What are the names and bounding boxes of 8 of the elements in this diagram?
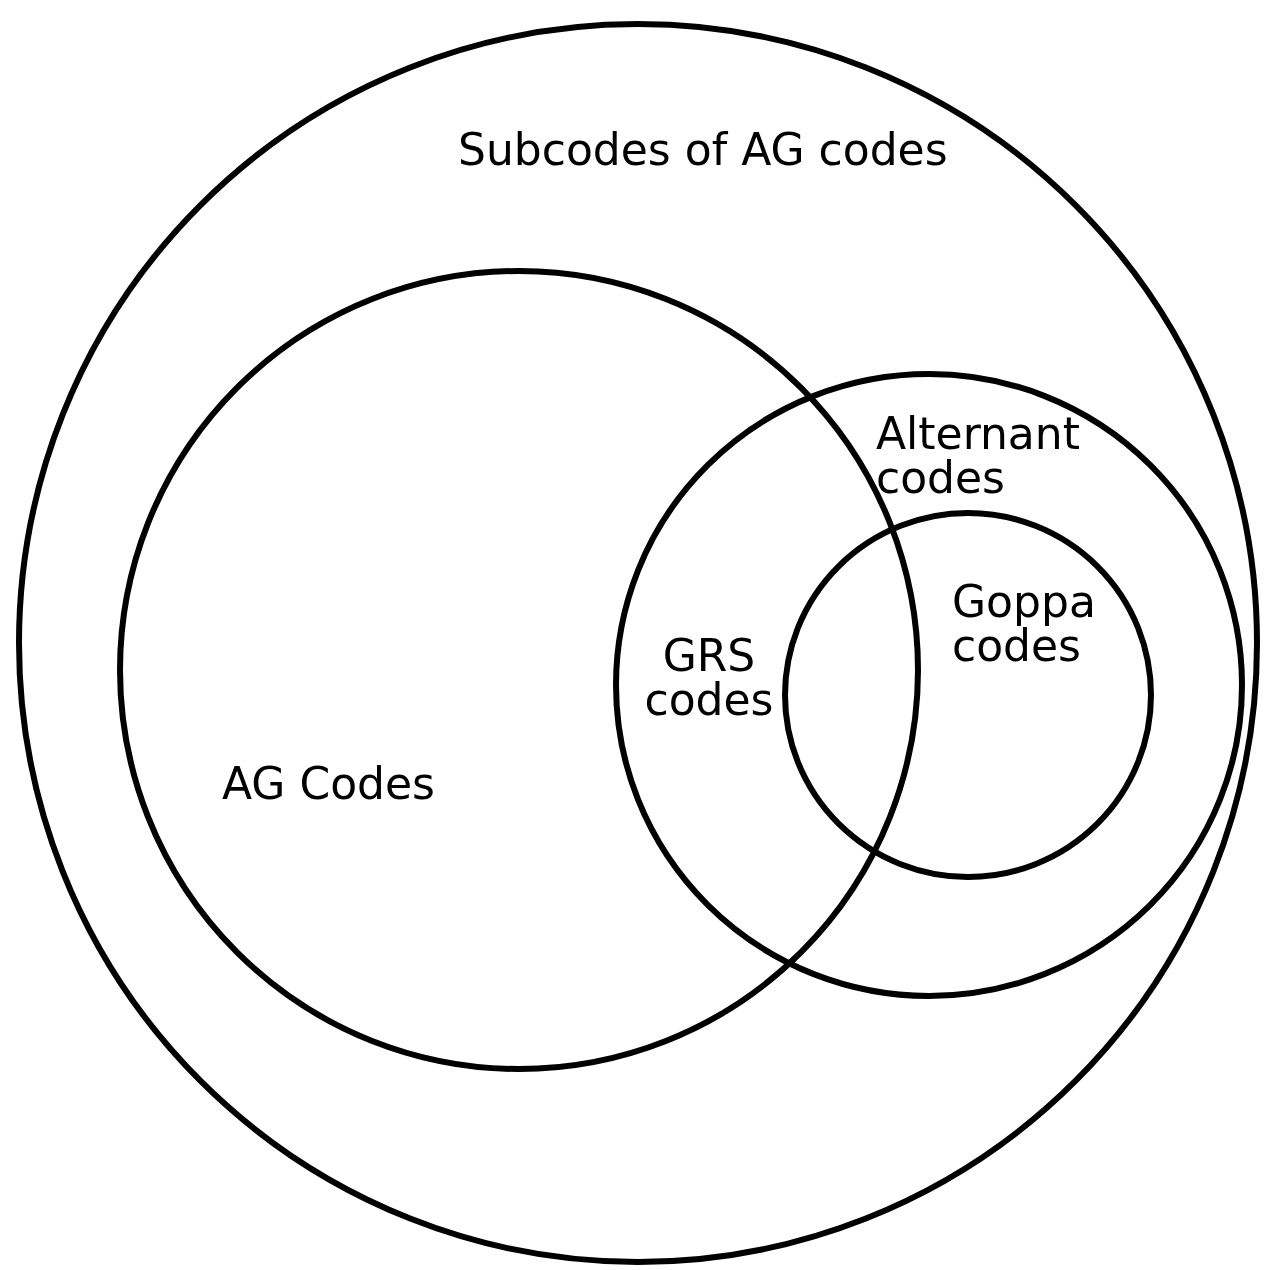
venn-circle	[16, 21, 1260, 1265]
set-label: Goppa codes	[952, 580, 1097, 668]
venn-circle	[782, 510, 1154, 880]
region-label: GRS codes	[643, 634, 775, 722]
venn-circle	[613, 371, 1245, 999]
set-label: Alternant codes	[876, 412, 1081, 500]
set-label: Subcodes of AG codes	[458, 128, 949, 172]
set-label: AG Codes	[222, 762, 436, 806]
